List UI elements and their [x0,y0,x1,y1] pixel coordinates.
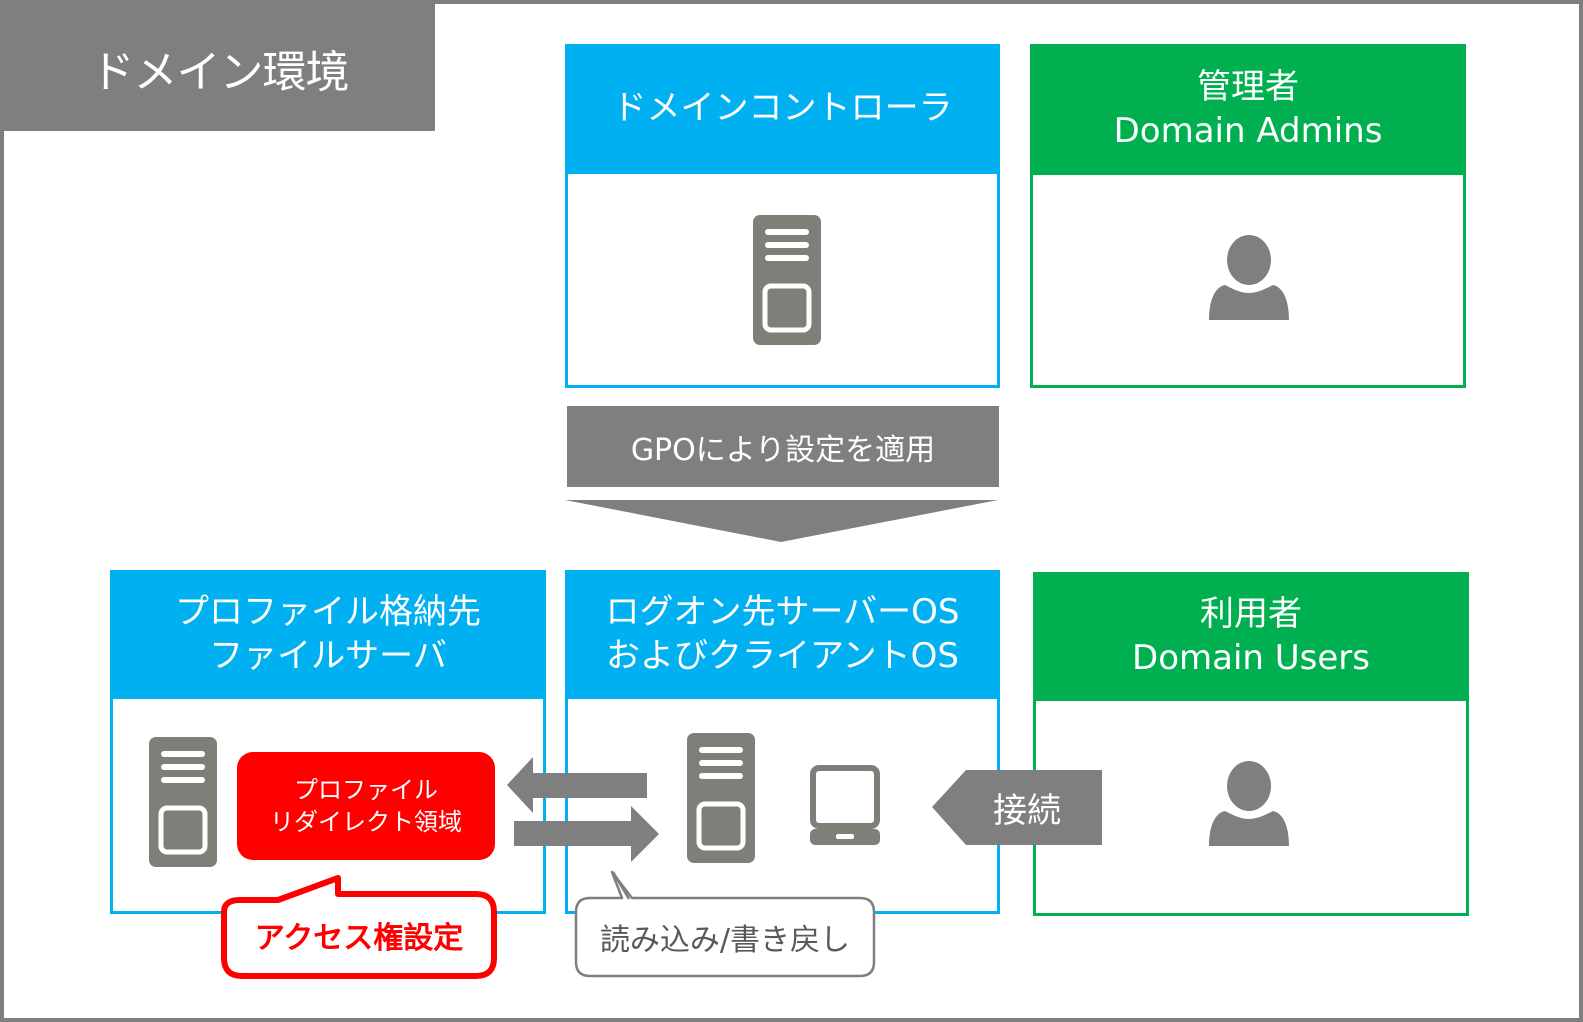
users-box: 利用者 Domain Users [1033,572,1469,916]
domain-controller-title: ドメインコントローラ [612,88,953,129]
gpo-label: GPOにより設定を適用 [630,432,936,468]
file-server-title-line1: プロファイル格納先 [175,591,481,632]
access-rights-callout-shape [221,875,497,979]
file-server-header: プロファイル格納先 ファイルサーバ [110,570,546,699]
logon-os-title-line2: およびクライアントOS [606,635,959,676]
users-group: Domain Users [1132,637,1370,678]
admins-header: 管理者 Domain Admins [1030,44,1466,175]
users-header: 利用者 Domain Users [1033,572,1469,701]
logon-os-box: ログオン先サーバーOS およびクライアントOS [565,570,1000,914]
users-title: 利用者 [1200,593,1302,634]
user-icon [1209,761,1289,846]
connect-arrow-icon [932,770,1102,845]
logon-os-title-line1: ログオン先サーバーOS [605,591,960,632]
profile-redirect-area: プロファイル リダイレクト領域 [237,752,495,860]
read-write-callout: 読み込み/書き戻し [576,900,874,974]
domain-controller-header: ドメインコントローラ [565,44,1000,174]
arrow-left-icon [507,757,647,813]
server-icon [687,733,755,863]
gpo-down-arrow-icon [565,500,998,542]
connect-label: 接続 [993,791,1061,831]
diagram-title: ドメイン環境 [4,4,435,131]
admins-group: Domain Admins [1113,110,1383,151]
logon-os-header: ログオン先サーバーOS およびクライアントOS [565,570,1000,699]
read-write-callout-shape [574,870,876,978]
server-icon [149,737,217,867]
file-server-box: プロファイル格納先 ファイルサーバ [110,570,546,914]
redirect-area-line2: リダイレクト領域 [270,808,462,836]
read-write-label: 読み込み/書き戻し [599,923,851,958]
admins-title: 管理者 [1197,66,1299,107]
access-rights-label: アクセス権設定 [254,921,464,956]
connect-label-wrap: 接続 [966,770,1088,845]
arrow-right-icon [514,806,659,862]
laptop-icon [810,765,880,845]
redirect-area-line1: プロファイル [294,775,438,804]
admins-box: 管理者 Domain Admins [1030,44,1466,388]
access-rights-callout: アクセス権設定 [224,898,494,972]
domain-controller-box: ドメインコントローラ [565,44,1000,388]
gpo-band: GPOにより設定を適用 [567,406,999,487]
server-icon [753,215,821,345]
user-icon [1209,235,1289,320]
file-server-title-line2: ファイルサーバ [209,635,447,676]
